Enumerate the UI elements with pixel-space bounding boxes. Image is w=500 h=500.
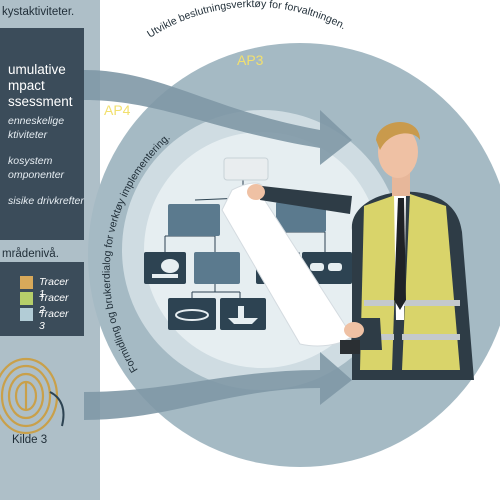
pipe-icon bbox=[161, 259, 179, 273]
ap4-label: AP4 bbox=[104, 102, 131, 118]
cumulative-item-drivers: sisike drivkrefter bbox=[8, 195, 84, 207]
tree-node-middle bbox=[194, 252, 240, 284]
cow-icon-2 bbox=[328, 263, 342, 271]
tree-root-box bbox=[223, 157, 269, 181]
lower-flow-arrow bbox=[84, 352, 352, 420]
source-label: Kilde 3 bbox=[12, 434, 48, 446]
region-level-text: mrådenivå. bbox=[2, 248, 59, 260]
fingerprint-icon bbox=[0, 357, 59, 435]
cumulative-impact-heading: umulative mpact ssessment bbox=[8, 62, 73, 109]
tree-node-left bbox=[168, 204, 220, 236]
upper-flow-arrow bbox=[84, 70, 352, 165]
left-top-text: kystaktiviteter. bbox=[2, 6, 75, 18]
legend-label: Tracer 3 bbox=[39, 308, 69, 332]
tree-leaf-icons bbox=[152, 259, 342, 324]
fish-pen-icon bbox=[175, 309, 209, 321]
legend-swatch bbox=[20, 308, 33, 321]
cumulative-box bbox=[0, 28, 84, 240]
tree-node-right bbox=[276, 202, 326, 232]
legend-box bbox=[0, 262, 84, 336]
fingerprint-shadow bbox=[49, 391, 65, 427]
legend-label: Tracer 1 bbox=[39, 276, 69, 300]
cumulative-item-human-activities: enneskelige ktiviteter bbox=[8, 115, 65, 141]
legend-swatch bbox=[20, 276, 33, 289]
boat-cabin-icon bbox=[238, 306, 244, 318]
water-icon bbox=[152, 274, 178, 278]
tree-leaf-aquaculture bbox=[168, 298, 216, 330]
legend-swatch bbox=[20, 292, 33, 305]
ap3-label: AP3 bbox=[237, 52, 264, 68]
boat-icon bbox=[228, 318, 258, 324]
tree-leaf-farm bbox=[302, 252, 352, 284]
cumulative-item-ecosystem: kosystem omponenter bbox=[8, 155, 65, 181]
arc-top-text: Utvikle beslutningsverktøy for forvaltni… bbox=[145, 0, 348, 41]
man-illustration bbox=[247, 121, 474, 380]
cow-icon bbox=[310, 263, 324, 271]
legend-label: Tracer 2 bbox=[39, 292, 69, 316]
